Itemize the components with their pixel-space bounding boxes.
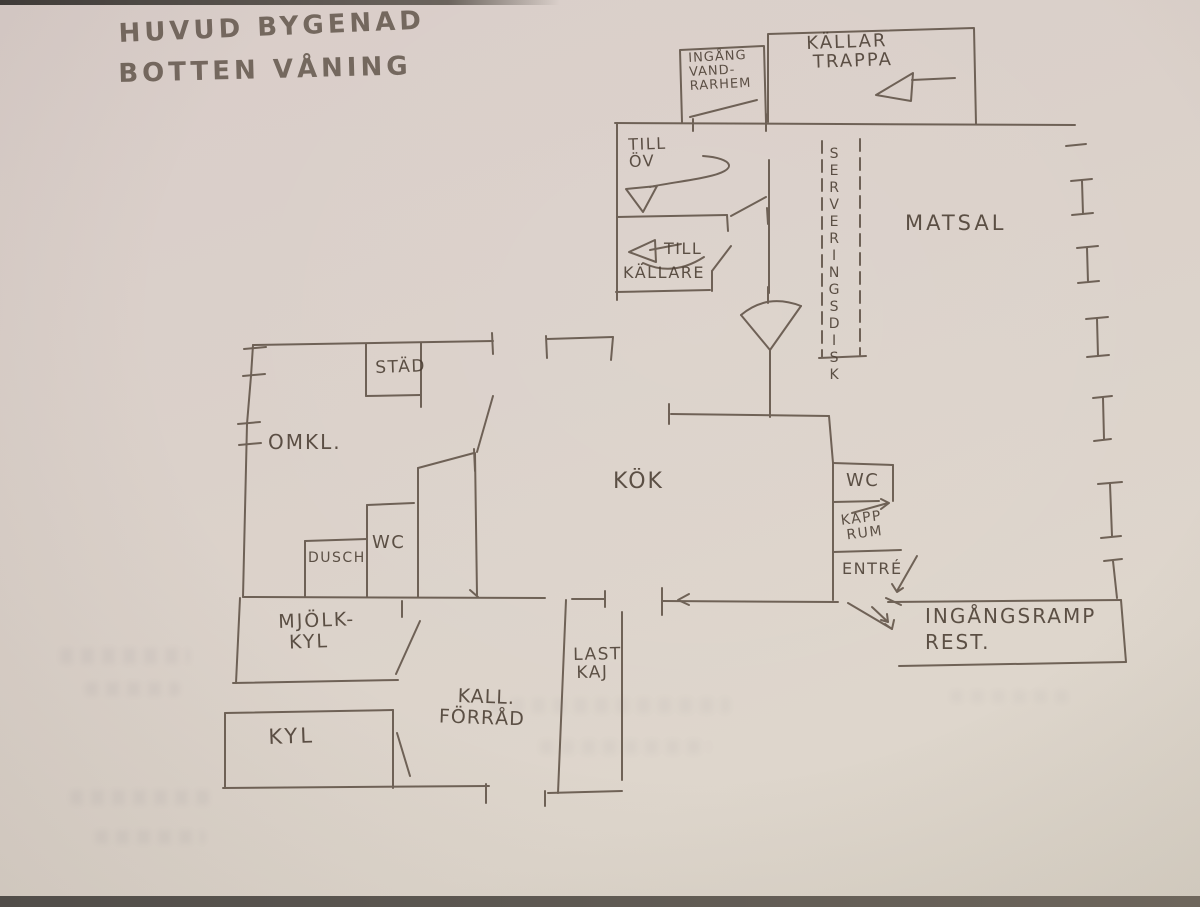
room-label-till-kallare-line1: TILL	[664, 239, 703, 258]
room-label-entre: ENTRÉ	[842, 559, 903, 578]
room-label-ingang-vandrarhem: INGÅNG VAND- RARHEM	[688, 48, 752, 94]
till-ov-line2: ÖV	[628, 151, 656, 172]
right-wall-window-icons	[1070, 178, 1123, 599]
kitchen-door-swing-icon	[740, 286, 802, 418]
ingangsramp-walls	[871, 599, 1127, 667]
lastkaj-walls	[547, 599, 623, 794]
room-label-wc-omkl: WC	[372, 532, 406, 553]
wc-kapprum-entre-walls	[832, 462, 918, 601]
till-ov-line1: TILL	[627, 133, 667, 154]
stair-hall-walls	[615, 122, 770, 301]
mjolkkyl-line1: MJÖLK-	[277, 608, 356, 633]
storage-area-walls	[222, 597, 546, 807]
room-label-ingangsramp-line2: REST.	[925, 630, 991, 654]
room-label-kallartrappa: KÄLLAR TRAPPA	[806, 30, 894, 74]
bleed-through-smudge	[85, 682, 180, 696]
bleed-through-smudge	[95, 830, 205, 844]
omkl-area-walls	[237, 332, 614, 608]
room-label-dusch: DUSCH	[308, 550, 366, 566]
room-label-kapprum: KAPP RUM	[840, 508, 885, 544]
lastkaj-line1: LAST	[572, 644, 622, 665]
mjolkkyl-line2: KYL	[288, 629, 330, 654]
bleed-through-smudge	[950, 690, 1070, 703]
till-ov-arrow-icon	[625, 155, 731, 213]
till-kallare-arrow-icon	[628, 239, 705, 270]
lastkaj-line2: KAJ	[576, 662, 609, 684]
kallartrappa-line2: TRAPPA	[812, 49, 894, 74]
room-label-matsal: MATSAL	[905, 211, 1007, 235]
photo-edge-shadow-top	[0, 0, 560, 5]
room-label-serveringsdisk: SERVERINGSDISK	[826, 146, 843, 384]
photo-edge-shadow-bottom	[0, 896, 1200, 907]
serveringsdisk-counter	[818, 138, 867, 359]
top-wall-and-stair-boxes	[614, 27, 1087, 147]
room-label-till-ov: TILL ÖV	[627, 133, 668, 172]
room-label-kyl: KYL	[267, 723, 316, 749]
kitchen-walls	[661, 403, 902, 630]
bleed-through-smudge	[540, 740, 710, 754]
bleed-through-smudge	[60, 648, 190, 664]
room-label-ingangsramp-line1: INGÅNGSRAMP	[925, 604, 1097, 628]
room-label-omkl: OMKL.	[268, 430, 342, 454]
room-label-mjolkkyl: MJÖLK- KYL	[277, 608, 356, 654]
bleed-through-smudge	[490, 698, 730, 713]
room-label-kok: KÖK	[613, 469, 664, 494]
room-label-till-kallare-line2: KÄLLARE	[623, 263, 706, 282]
room-label-stad: STÄD	[374, 356, 427, 378]
room-label-wc-entre: WC	[846, 470, 880, 491]
bleed-through-smudge	[70, 790, 210, 805]
room-label-lastkaj: LAST KAJ	[572, 644, 622, 684]
